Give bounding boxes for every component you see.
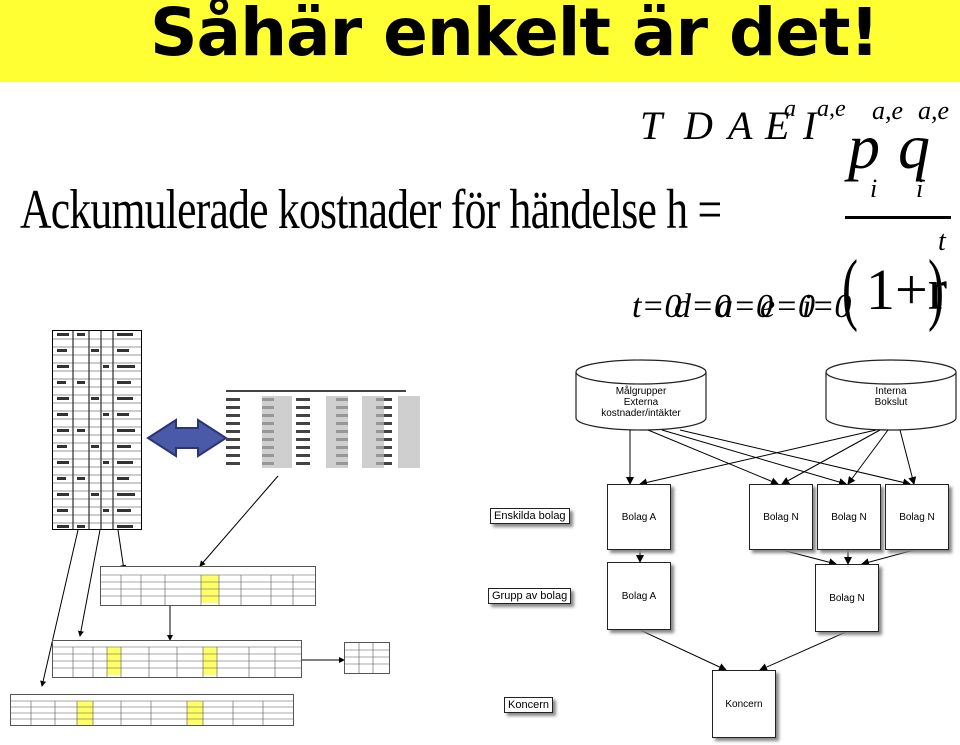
sum-lower-e: e=0 — [760, 288, 816, 325]
source-internal-line2: Bokslut — [874, 397, 908, 408]
sheet-thumbnail-3 — [344, 642, 390, 674]
denominator-text: 1+r — [866, 257, 948, 322]
title-banner: Såhär enkelt är det! — [0, 0, 960, 82]
company-box-row1: Bolag N — [749, 484, 813, 550]
row-label-koncern: Koncern — [504, 697, 553, 713]
source-external-label: Målgrupper Externa kostnader/intäkter — [584, 386, 698, 419]
connector-line — [77, 529, 101, 637]
sum-upper-T: T — [640, 103, 663, 148]
numerator-q: q — [898, 111, 930, 182]
connector-line — [199, 475, 279, 567]
sum-lower-i: i=0 — [802, 288, 852, 325]
company-box-row1: Bolag N — [817, 484, 881, 550]
source-internal-line1: Interna — [875, 386, 907, 397]
source-external-line2: Externa kostnader/intäkter — [601, 397, 681, 419]
denominator-close-paren: ) — [928, 245, 944, 333]
numerator-q-sub: i — [916, 174, 924, 203]
sum-lower-a: a=0 — [716, 288, 773, 325]
sum-upper-E: E — [765, 103, 790, 148]
sum-upper-A: A — [728, 103, 753, 148]
numerator-p: p — [848, 111, 880, 182]
source-external-line1: Målgrupper — [615, 386, 667, 397]
double-arrow-icon — [146, 418, 228, 458]
denominator-sup: t — [938, 226, 946, 257]
sum-lower-d: d=0 — [674, 288, 731, 325]
sum-upper-E-sup: a — [784, 96, 796, 122]
denominator-open-paren: ( — [842, 245, 858, 333]
sheet-thumbnail-4 — [10, 694, 294, 726]
source-internal-label: Interna Bokslut — [836, 386, 946, 408]
company-box-row1: Bolag N — [885, 484, 949, 550]
spreadsheet-thumbnail — [52, 330, 142, 530]
fraction-bar — [845, 216, 951, 219]
sum-upper-I-sup: a,e — [817, 96, 846, 122]
numerator-q-sup: a,e — [918, 96, 950, 125]
row-label-grupp: Grupp av bolag — [488, 588, 572, 604]
spreadsheet-grid — [53, 331, 141, 529]
sheet-thumbnail-2 — [52, 640, 302, 678]
company-box-row2: Bolag N — [815, 564, 879, 632]
data-table-thumbnail — [226, 388, 424, 472]
page-title: Såhär enkelt är det! — [150, 0, 880, 71]
sum-upper-D: D — [684, 103, 713, 148]
company-box-row2: Bolag A — [607, 562, 671, 630]
connector-line — [117, 529, 127, 571]
group-box-koncern: Koncern — [712, 670, 776, 738]
numerator-p-sub: i — [870, 174, 878, 203]
sum-upper-I: I — [803, 103, 817, 148]
company-box-row1: Bolag A — [607, 484, 671, 550]
formula-label: Ackumulerade kostnader för händelse h = — [20, 179, 722, 241]
sum-lower-t: t=0 — [632, 288, 682, 325]
row-label-enskilda: Enskilda bolag — [490, 508, 570, 524]
sheet-thumbnail-1 — [100, 566, 316, 606]
numerator-p-sup: a,e — [872, 96, 904, 125]
